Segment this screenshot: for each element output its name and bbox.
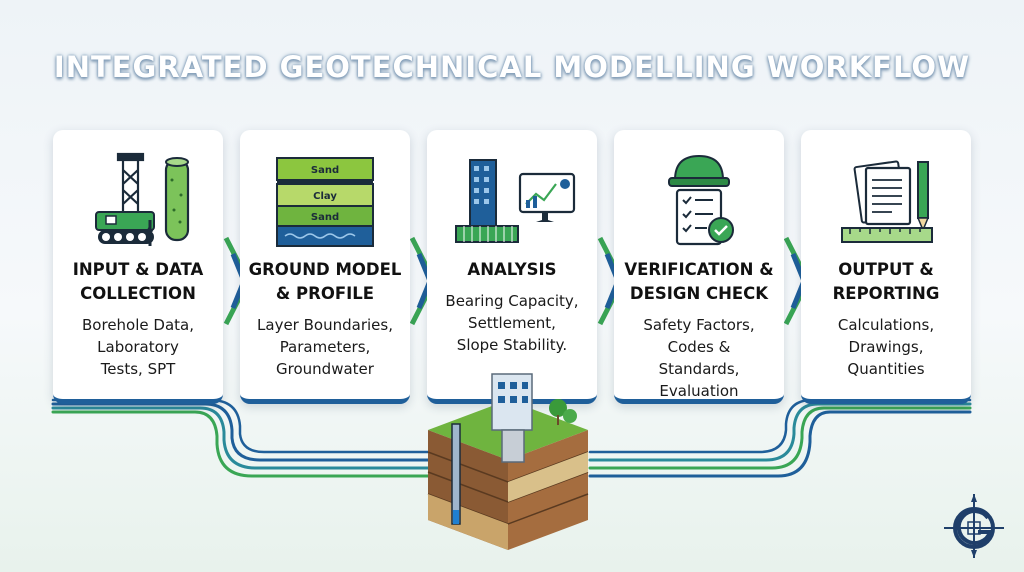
analysis-monitor-icon (455, 159, 576, 243)
hardhat-checklist-icon (668, 154, 734, 246)
step-description: Borehole Data, Laboratory Tests, SPT (82, 316, 194, 378)
step-description: Layer Boundaries, Parameters, Groundwate… (257, 316, 393, 378)
step-description: Bearing Capacity, Settlement, Slope Stab… (445, 292, 579, 354)
step-description: Safety Factors, Codes & Standards, Evalu… (643, 316, 755, 400)
step-card-ground-model: Sand Clay Sand GROUND MODEL & PROFILE La… (240, 130, 410, 404)
step-heading: INPUT & DATA COLLECTION (72, 260, 204, 303)
step-heading: ANALYSIS (467, 260, 557, 279)
step-card-output: OUTPUT & REPORTING Calculations, Drawing… (801, 130, 971, 404)
compass-g-logo (944, 494, 1004, 558)
documents-pencil-icon (841, 160, 933, 243)
step-card-input: INPUT & DATA COLLECTION Borehole Data, L… (53, 130, 223, 404)
page-title: INTEGRATED GEOTECHNICAL MODELLING WORKFL… (53, 50, 971, 84)
step-card-verification: VERIFICATION & DESIGN CHECK Safety Facto… (614, 130, 784, 404)
step-heading: GROUND MODEL & PROFILE (248, 260, 402, 303)
layer-label: Clay (313, 191, 337, 202)
soil-layers-icon: Sand Clay Sand (276, 157, 374, 247)
step-heading: VERIFICATION & DESIGN CHECK (624, 260, 774, 303)
layer-label: Sand (311, 212, 339, 223)
layer-label: Sand (311, 165, 339, 176)
step-card-analysis: ANALYSIS Bearing Capacity, Settlement, S… (427, 130, 597, 404)
soil-block-building-icon (427, 373, 589, 550)
step-heading: OUTPUT & REPORTING (832, 260, 940, 303)
step-description: Calculations, Drawings, Quantities (837, 316, 935, 378)
drilling-rig-icon (95, 152, 190, 246)
